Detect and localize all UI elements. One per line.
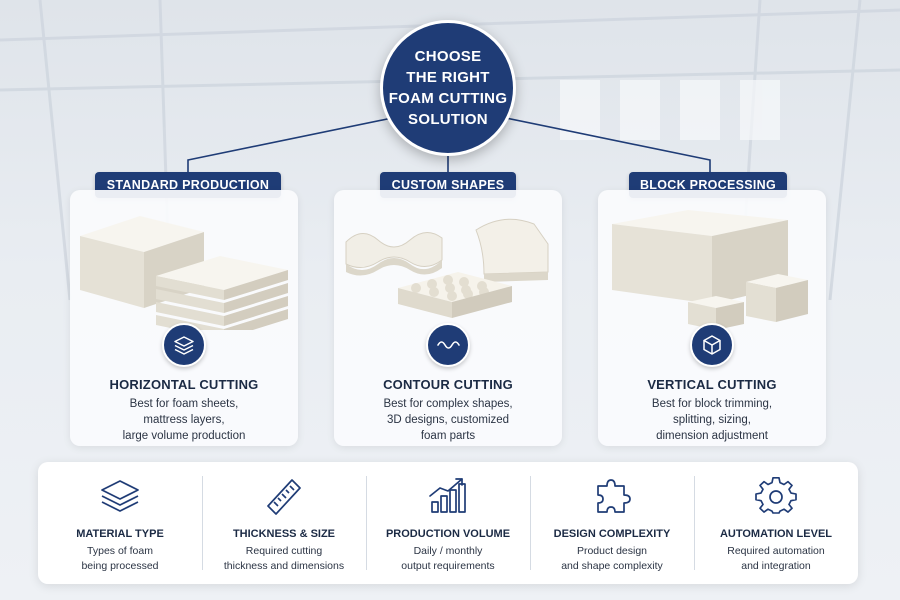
- contour-foam-illustration: [345, 218, 549, 318]
- hub-line-2: THE RIGHT: [406, 69, 490, 86]
- desc-line: Product design: [576, 545, 648, 557]
- desc-line: Required cutting: [245, 545, 323, 557]
- factor-title: THICKNESS & SIZE: [232, 528, 336, 540]
- puzzle-icon: [597, 479, 631, 513]
- hub-title-circle: CHOOSE THE RIGHT FOAM CUTTING SOLUTION: [380, 20, 516, 156]
- desc-line: and shape complexity: [561, 560, 663, 572]
- desc-line: output requirements: [401, 560, 495, 572]
- factor-title: MATERIAL TYPE: [76, 528, 164, 540]
- layers-icon: [101, 480, 139, 512]
- ruler-icon: [267, 479, 301, 515]
- hub-line-3: FOAM CUTTING: [388, 90, 508, 107]
- factor-title: AUTOMATION LEVEL: [719, 528, 833, 540]
- factor-title: PRODUCTION VOLUME: [385, 528, 511, 540]
- factor-description: Required cutting thickness and dimension…: [206, 544, 362, 574]
- hub-line-1: CHOOSE: [414, 48, 482, 65]
- foam-block-illustration: [612, 210, 808, 330]
- factor-production-volume: PRODUCTION VOLUME Daily / monthly output…: [366, 462, 530, 584]
- cube-icon-badge: [690, 323, 734, 367]
- factor-design-complexity: DESIGN COMPLEXITY Product design and sha…: [530, 462, 694, 584]
- desc-line: and integration: [741, 560, 811, 572]
- card-description: Best for foam sheets, mattress layers, l…: [80, 396, 288, 444]
- card-contour-cutting: CONTOUR CUTTING Best for complex shapes,…: [334, 190, 562, 446]
- desc-line: Types of foam: [87, 545, 153, 557]
- card-description: Best for block trimming, splitting, sizi…: [608, 396, 816, 444]
- factor-description: Types of foam being processed: [42, 544, 198, 574]
- bar-chart-icon: [429, 478, 466, 513]
- factor-description: Product design and shape complexity: [534, 544, 690, 574]
- desc-line: being processed: [81, 560, 159, 572]
- desc-line: foam parts: [420, 430, 476, 442]
- card-vertical-cutting: VERTICAL CUTTING Best for block trimming…: [598, 190, 826, 446]
- gear-icon: [755, 477, 797, 514]
- desc-line: dimension adjustment: [656, 430, 768, 442]
- wave-icon: [437, 341, 460, 349]
- card-title: HORIZONTAL CUTTING: [109, 377, 259, 392]
- wave-icon-badge: [426, 323, 470, 367]
- layers-icon: [174, 336, 194, 355]
- factor-automation-level: AUTOMATION LEVEL Required automation and…: [694, 462, 858, 584]
- factor-description: Required automation and integration: [698, 544, 854, 574]
- card-horizontal-cutting: HORIZONTAL CUTTING Best for foam sheets,…: [70, 190, 298, 446]
- desc-line: large volume production: [122, 430, 246, 442]
- layers-icon-badge: [162, 323, 206, 367]
- factor-thickness-size: THICKNESS & SIZE Required cutting thickn…: [202, 462, 366, 584]
- selection-factors-panel: MATERIAL TYPE Types of foam being proces…: [38, 462, 858, 584]
- factor-title: DESIGN COMPLEXITY: [553, 528, 671, 540]
- desc-line: Best for complex shapes,: [383, 398, 513, 410]
- desc-line: Required automation: [727, 545, 825, 557]
- desc-line: Daily / monthly: [413, 545, 483, 557]
- desc-line: splitting, sizing,: [673, 414, 751, 426]
- card-title: VERTICAL CUTTING: [647, 377, 777, 392]
- card-title: CONTOUR CUTTING: [383, 377, 513, 392]
- foam-sheets-illustration: [80, 216, 288, 330]
- hub-line-4: SOLUTION: [408, 111, 488, 128]
- desc-line: mattress layers,: [143, 414, 225, 426]
- factor-material-type: MATERIAL TYPE Types of foam being proces…: [38, 462, 202, 584]
- card-description: Best for complex shapes, 3D designs, cus…: [344, 396, 552, 444]
- cube-icon: [703, 335, 721, 355]
- desc-line: thickness and dimensions: [223, 560, 345, 572]
- factor-description: Daily / monthly output requirements: [370, 544, 526, 574]
- desc-line: Best for foam sheets,: [129, 398, 239, 410]
- desc-line: 3D designs, customized: [386, 414, 510, 426]
- desc-line: Best for block trimming,: [651, 398, 773, 410]
